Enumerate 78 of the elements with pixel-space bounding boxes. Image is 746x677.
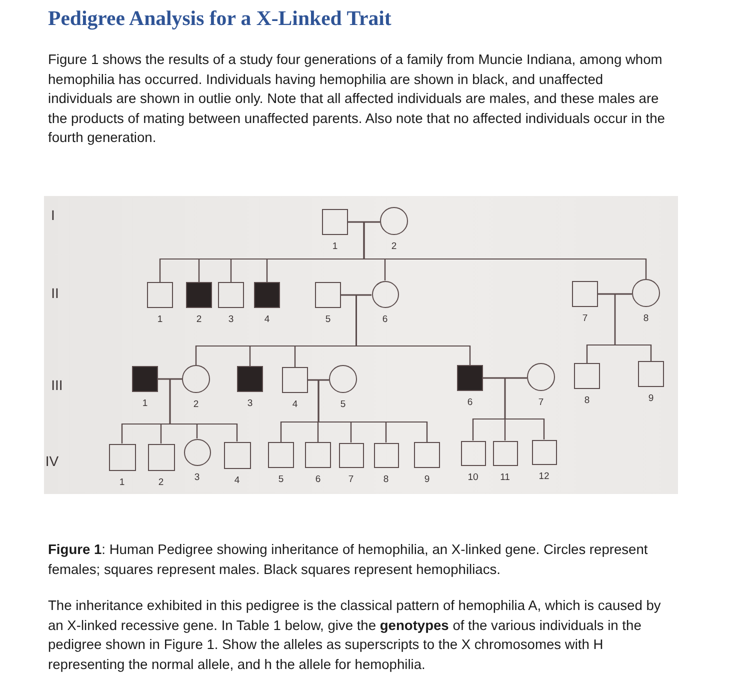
male-square — [532, 440, 556, 464]
affected-male-square — [237, 366, 263, 392]
individual-number: 1 — [118, 476, 126, 488]
male-square — [305, 442, 331, 468]
male-square — [108, 444, 136, 470]
individual-number: 5 — [339, 399, 347, 410]
individual-number: 3 — [246, 398, 254, 409]
descent-line — [614, 293, 652, 361]
male-square — [572, 281, 598, 307]
individual-number: 5 — [277, 474, 285, 485]
individual-number: 1 — [331, 241, 339, 252]
female-circle — [380, 207, 408, 235]
individual-number: 4 — [263, 314, 271, 325]
male-square — [460, 440, 486, 466]
generation-label: IV — [44, 453, 60, 469]
generation-label: I — [50, 207, 56, 223]
female-circle — [182, 365, 210, 393]
female-circle — [372, 280, 398, 308]
individual-number: 1 — [156, 314, 164, 325]
female-circle — [632, 279, 660, 307]
male-square — [414, 442, 440, 468]
individual-number: 6 — [381, 314, 389, 324]
individual-number: 8 — [583, 395, 591, 406]
mating-line — [598, 293, 632, 295]
mating-line — [483, 377, 527, 379]
male-square — [218, 282, 244, 308]
individual-number: 3 — [193, 472, 201, 482]
individual-number: 1 — [141, 398, 149, 409]
individual-number: 8 — [642, 313, 650, 324]
female-circle — [329, 365, 357, 393]
mating-line — [341, 294, 372, 296]
individual-number: 4 — [233, 474, 241, 486]
generation-label: II — [50, 285, 60, 301]
affected-male-square — [132, 366, 158, 392]
individual-number: 8 — [382, 474, 390, 484]
individual-number: 11 — [499, 472, 511, 482]
female-circle — [184, 438, 210, 466]
page-title: Pedigree Analysis for a X-Linked Trait — [48, 7, 392, 31]
male-square — [224, 442, 250, 468]
individual-number: 2 — [390, 241, 398, 252]
generation-label: III — [50, 377, 64, 393]
individual-number: 9 — [423, 474, 431, 485]
individual-number: 7 — [537, 397, 545, 408]
descent-line — [504, 377, 545, 440]
female-circle — [527, 363, 555, 391]
individual-number: 2 — [157, 476, 165, 488]
male-square — [315, 282, 341, 308]
mating-line — [158, 378, 182, 380]
individual-number: 6 — [466, 397, 474, 408]
male-square — [574, 363, 600, 389]
male-square — [148, 444, 174, 470]
mating-line — [308, 379, 329, 381]
mating-line — [348, 221, 380, 223]
affected-male-square — [254, 282, 280, 308]
intro-paragraph: Figure 1 shows the results of a study four generations of a family from Muncie Indiana, among whom hemophilia has occurred. Individuals having hemophilia are shown in black, and unaffected individuals are shown in outlie only. Note that all affected individuals are males, and these males are the products of mating between unaffected parents. Also note that no affected individuals occur in the fourth generation. — [48, 51, 666, 147]
individual-number: 3 — [227, 314, 235, 325]
male-square — [282, 367, 308, 393]
individual-number: 4 — [291, 399, 299, 410]
individual-number: 10 — [466, 472, 480, 482]
male-square — [638, 361, 664, 387]
individual-number: 2 — [195, 314, 203, 325]
figure-caption: Figure 1: Human Pedigree showing inheritance of hemophilia, an X-linked gene. Circles represent females; squares represent males. Black squares represent hemophiliacs. — [48, 541, 649, 579]
individual-number: 5 — [324, 314, 332, 325]
instructions-paragraph: The inheritance exhibited in this pedigree is the classical pattern of hemophilia A, which is caused by an X-linked recessive gene. In Table 1 below, give the genotypes of the various individuals in the pedigree shown in Figure 1. Show the alleles as superscripts to the X chromosomes with H representing the normal allele, and h the allele for hemophilia. — [48, 597, 662, 674]
individual-number: 9 — [647, 393, 655, 404]
male-square — [147, 282, 173, 308]
individual-number: 7 — [347, 474, 355, 484]
individual-number: 7 — [581, 313, 589, 324]
individual-number: 2 — [192, 399, 200, 410]
male-square — [322, 209, 348, 235]
male-square — [268, 442, 294, 468]
affected-male-square — [186, 282, 212, 308]
male-square — [374, 442, 398, 468]
male-square — [492, 440, 518, 466]
affected-male-square — [457, 365, 483, 391]
individual-number: 12 — [538, 470, 550, 482]
male-square — [338, 442, 364, 468]
individual-number: 6 — [314, 474, 322, 485]
